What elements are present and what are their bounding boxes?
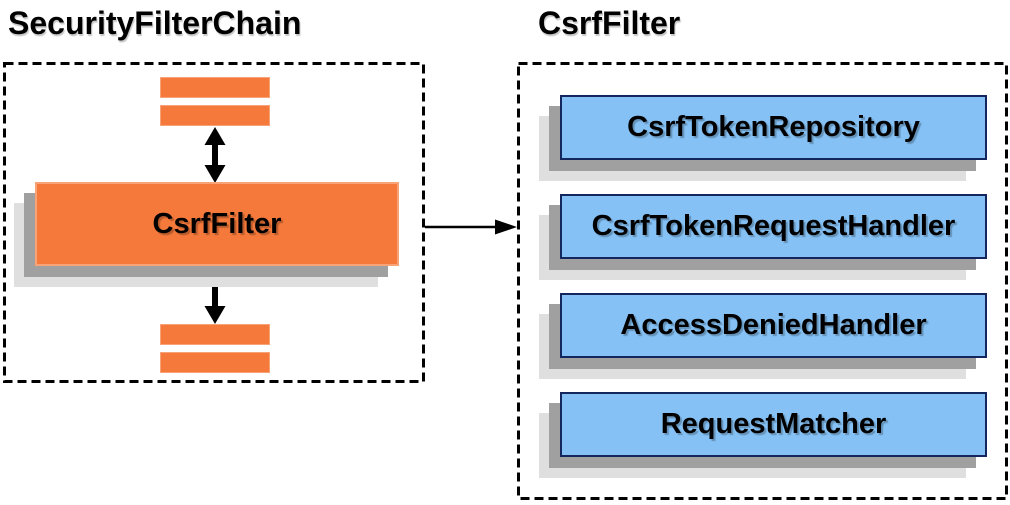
- csrf-filter-title: CsrfFilter: [538, 5, 681, 41]
- component-box-label: RequestMatcher: [660, 408, 887, 440]
- component-box-csrf-token-request-handler: CsrfTokenRequestHandler: [560, 194, 987, 259]
- csrf-filter-boundary: [517, 62, 1008, 500]
- double-headed-arrow-bottom-icon: [204, 267, 226, 324]
- filter-chain-bar: [160, 105, 270, 126]
- filter-chain-bar: [160, 324, 270, 345]
- filter-chain-bar: [160, 352, 270, 373]
- component-box-access-denied-handler: AccessDeniedHandler: [560, 293, 987, 358]
- csrf-filter-node: CsrfFilter: [35, 182, 399, 266]
- component-box-label: AccessDeniedHandler: [620, 309, 927, 341]
- csrf-filter-node-label: CsrfFilter: [152, 207, 282, 240]
- component-box-label: CsrfTokenRepository: [627, 111, 920, 143]
- component-box-label: CsrfTokenRequestHandler: [591, 210, 956, 242]
- double-headed-arrow-top-icon: [204, 127, 226, 183]
- component-box-request-matcher: RequestMatcher: [560, 392, 987, 457]
- security-filter-chain-title: SecurityFilterChain: [8, 5, 302, 41]
- security-filter-chain-boundary: [3, 62, 425, 383]
- right-arrow-icon: [425, 219, 517, 235]
- component-box-csrf-token-repository: CsrfTokenRepository: [560, 95, 987, 160]
- filter-chain-bar: [160, 77, 270, 98]
